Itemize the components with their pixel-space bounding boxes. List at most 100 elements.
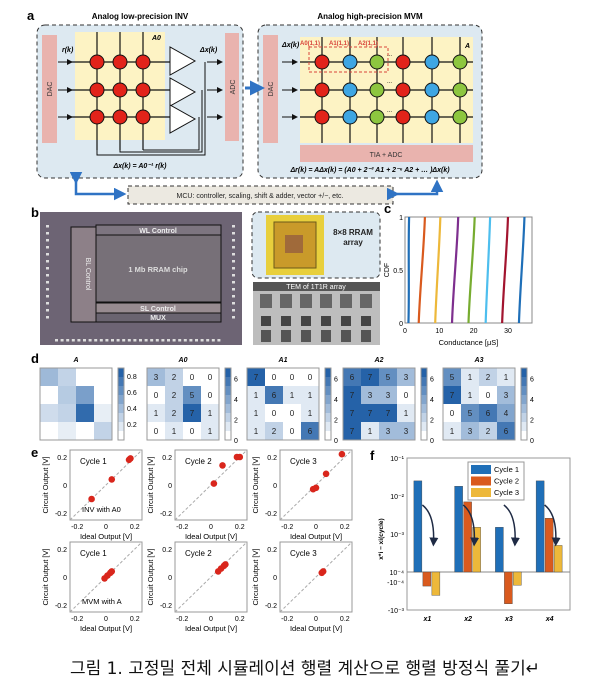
legend-swatch: [471, 476, 491, 486]
bond-pad: [183, 339, 187, 342]
colorbar-segment: [325, 413, 331, 422]
bond-pad: [217, 339, 221, 342]
dac-bar-left: [42, 35, 57, 143]
die-core: [285, 235, 303, 253]
matrix-cell: [58, 404, 76, 422]
matrix-cell-value: 1: [254, 391, 259, 400]
matrix-title: A1: [278, 357, 288, 364]
rram-cell: [314, 82, 330, 98]
colorbar-segment: [225, 368, 231, 377]
bond-pad: [195, 339, 198, 342]
colorbar-tick-label: 4: [334, 397, 338, 404]
matrix-cell-value: 0: [272, 409, 277, 418]
matrix-cell-value: 0: [486, 391, 491, 400]
rram-cell: [452, 109, 468, 125]
bond-pad: [46, 260, 49, 263]
colorbar-tick-label: 4: [234, 397, 238, 404]
colorbar-segment: [118, 395, 124, 404]
matrix-cell-value: 0: [154, 427, 159, 436]
x-tick-label: 0: [209, 616, 213, 623]
matrix-cell-value: 6: [272, 391, 277, 400]
colorbar-tick-label: 2: [334, 417, 338, 424]
rram-cell: [395, 109, 411, 125]
y-tick-label: 0: [273, 483, 277, 490]
matrix-cell: [201, 404, 219, 422]
colorbar-segment: [225, 431, 231, 440]
bond-pad: [232, 302, 235, 305]
cdf-curve: [467, 216, 476, 324]
matrix-cell-value: 0: [290, 427, 295, 436]
rram-cell: [314, 54, 330, 70]
rram-cell: [89, 109, 105, 125]
matrix-cell: [201, 368, 219, 386]
y-axis-label: x*i − xi(cycle): [378, 518, 385, 559]
matrix-cell: [147, 404, 165, 422]
adc-label: ADC: [230, 80, 237, 95]
x-tick-label: x2: [463, 616, 472, 623]
matrix-cell-value: 7: [350, 427, 355, 436]
bond-pad: [161, 339, 165, 342]
colorbar-tick-label: 6: [334, 376, 338, 383]
colorbar-tick-label: 4: [430, 397, 434, 404]
colorbar-segment: [325, 431, 331, 440]
matrix-cell: [343, 404, 361, 422]
bar: [513, 571, 522, 586]
bond-pad: [206, 339, 210, 342]
matrix-cell: [397, 422, 415, 440]
matrix-cell-value: 3: [468, 427, 473, 436]
bond-pad: [232, 267, 235, 270]
matrix-cell-value: 2: [172, 391, 177, 400]
legend-label: Cycle 3: [494, 488, 519, 497]
colorbar-segment: [118, 413, 124, 422]
matrix-cell-value: 0: [290, 409, 295, 418]
colorbar-segment: [118, 431, 124, 440]
trend-arrow: [462, 504, 480, 547]
legend-label: Cycle 1: [494, 465, 519, 474]
matrix-cell: [147, 386, 165, 404]
x-tick-label: -0.2: [176, 616, 188, 623]
bond-pad: [232, 288, 235, 291]
panel-a: Analog low-precision INV Analog high-pre…: [36, 12, 483, 205]
y-tick-label: 0: [273, 575, 277, 582]
y-tick-label: 0.5: [393, 268, 403, 275]
matrix-cell-value: 0: [450, 409, 455, 418]
x-tick-label: x3: [504, 616, 513, 623]
matrix-cell-value: 6: [308, 427, 313, 436]
matrix-cell: [94, 368, 112, 386]
bond-pad: [99, 339, 103, 342]
bond-pad: [211, 339, 215, 342]
bond-pad: [167, 339, 170, 342]
matrix-cell-value: 1: [450, 427, 455, 436]
colorbar-tick-label: 6: [234, 376, 238, 383]
matrix-cell-value: 0: [290, 373, 295, 382]
bond-pad: [46, 267, 49, 270]
chip-label: 1 Mb RRAM chip: [128, 265, 188, 274]
tem-transistor: [301, 316, 311, 326]
slice-highlight: [308, 46, 389, 73]
cdf-curve: [450, 216, 460, 324]
dx-input-label: Δx(k): [281, 42, 300, 49]
tem-via: [340, 294, 352, 308]
slice-label-a0: A0(1,1): [300, 41, 320, 47]
inv-crossbar: [58, 32, 223, 156]
matrix-cell-value: 1: [254, 427, 259, 436]
mvm-crossbar: [282, 37, 473, 143]
matrix-cell-value: 1: [368, 427, 373, 436]
matrix-cell: [443, 368, 461, 386]
tem-transistor: [261, 330, 271, 342]
colorbar-tick-label: 0.6: [127, 390, 137, 397]
bond-pad: [46, 253, 49, 256]
rram-cell: [89, 54, 105, 70]
panel-label-c: c: [384, 201, 391, 216]
matrix-cell-value: 0: [190, 427, 195, 436]
data-point: [88, 495, 95, 503]
bond-pad: [88, 339, 92, 342]
colorbar-segment: [421, 422, 427, 431]
matrix-cell: [497, 404, 515, 422]
matrix-cell-value: 0: [272, 373, 277, 382]
matrix-cell: [147, 368, 165, 386]
plot-title: Cycle 1: [80, 549, 107, 558]
matrix-cell: [461, 404, 479, 422]
colorbar-segment: [225, 377, 231, 386]
